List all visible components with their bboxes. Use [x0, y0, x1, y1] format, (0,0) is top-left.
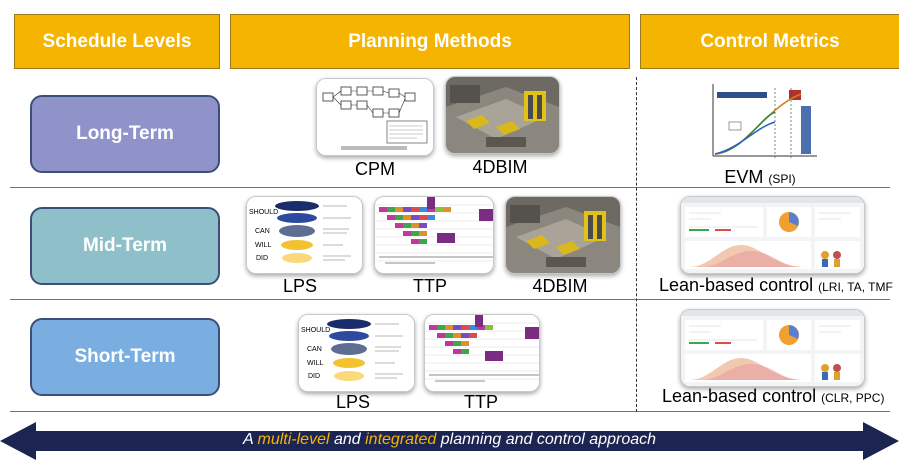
cpm-caption: CPM	[355, 159, 395, 179]
banner-text: A multi-level and integrated planning an…	[0, 431, 899, 449]
ttp-caption: TTP	[464, 392, 498, 412]
evm-chart-image	[705, 78, 820, 166]
header-label: Planning Methods	[348, 30, 512, 52]
lean-short-caption: Lean-based control (CLR, PPC)	[662, 386, 892, 407]
banner-prefix: A	[242, 431, 258, 448]
lps-will-label: WILL	[255, 242, 272, 249]
header-label: Schedule Levels	[42, 30, 192, 52]
lean-short-label: Lean-based control	[662, 386, 817, 406]
bim-caption: 4DBIM	[532, 276, 588, 296]
lps-did-label: DID	[308, 373, 321, 380]
banner-highlight-multilevel: multi-level	[257, 431, 330, 448]
lean-short-sub-label: (CLR, PPC)	[821, 391, 885, 405]
row-separator	[10, 411, 890, 412]
ttp-takt-plan-image	[424, 314, 540, 392]
row-separator	[10, 187, 890, 188]
lps-can-label: CAN	[307, 346, 322, 353]
header-planning-methods: Planning Methods	[230, 14, 630, 69]
level-short-term: Short-Term	[30, 318, 220, 396]
level-long-term: Long-Term	[30, 95, 220, 173]
row-separator	[10, 299, 890, 300]
level-mid-term: Mid-Term	[30, 207, 220, 285]
header-label: Control Metrics	[700, 30, 840, 52]
lps-can-label: CAN	[255, 228, 270, 235]
lean-dashboard-image	[680, 196, 865, 274]
lean-mid-sub-label: (LRI, TA, TMF	[818, 280, 893, 294]
banner-mid: and	[329, 431, 366, 448]
lps-did-label: DID	[256, 255, 269, 262]
bim-model-image	[505, 196, 621, 274]
ttp-caption: TTP	[413, 276, 447, 296]
double-arrow-banner	[0, 422, 899, 460]
header-control-metrics: Control Metrics	[640, 14, 899, 69]
lean-mid-label: Lean-based control	[659, 275, 814, 295]
bim-model-image	[445, 76, 560, 154]
header-schedule-levels: Schedule Levels	[14, 14, 220, 69]
evm-sub-label: (SPI)	[768, 172, 796, 186]
banner-highlight-integrated: integrated	[365, 431, 437, 448]
evm-label: EVM	[724, 167, 764, 187]
lps-will-label: WILL	[307, 360, 324, 367]
cpm-network-image	[316, 78, 434, 156]
level-label: Short-Term	[74, 346, 176, 367]
ttp-takt-plan-image	[374, 196, 494, 274]
lps-hierarchy-image: SHOULD CAN WILL DID	[246, 196, 363, 274]
column-divider	[636, 77, 637, 412]
level-label: Mid-Term	[82, 235, 168, 256]
lps-should-label: SHOULD	[249, 209, 279, 216]
lean-dashboard-image	[680, 309, 865, 387]
lps-caption: LPS	[335, 392, 371, 412]
bim-caption: 4DBIM	[472, 157, 528, 177]
lps-should-label: SHOULD	[301, 327, 331, 334]
lps-hierarchy-image: SHOULD CAN WILL DID	[298, 314, 415, 392]
evm-caption: EVM (SPI)	[690, 167, 830, 188]
level-label: Long-Term	[76, 123, 174, 144]
lps-caption: LPS	[282, 276, 318, 296]
banner-suffix: planning and control approach	[436, 431, 657, 448]
lean-mid-caption: Lean-based control (LRI, TA, TMF	[659, 275, 899, 296]
